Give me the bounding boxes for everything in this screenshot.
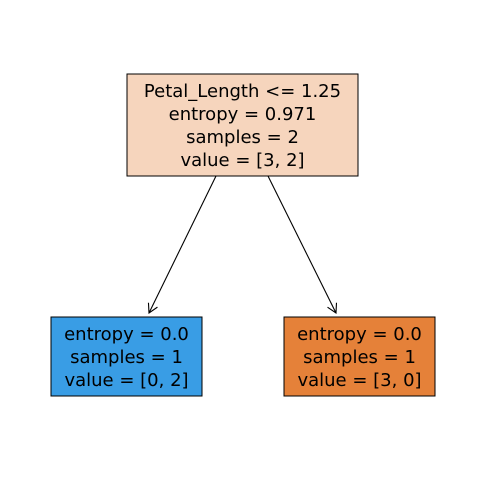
root-node: Petal_Length <= 1.25 entropy = 0.971 sam… — [126, 73, 359, 177]
right-leaf-entropy-label: entropy = 0.0 — [297, 324, 422, 345]
root-node-split-label: Petal_Length <= 1.25 — [144, 81, 341, 102]
root-node-value-label: value = [3, 2] — [180, 150, 304, 171]
edge-root-to-right-leaf — [267, 175, 338, 315]
root-node-entropy-label: entropy = 0.971 — [169, 104, 317, 125]
left-leaf-box — [50, 316, 203, 397]
left-leaf-value-label: value = [0, 2] — [64, 370, 188, 391]
root-node-samples-label: samples = 2 — [186, 127, 299, 148]
edge-root-to-left-leaf — [147, 175, 217, 315]
root-node-box — [126, 73, 359, 177]
right-leaf-samples-label: samples = 1 — [303, 347, 416, 368]
right-leaf-box — [283, 316, 436, 397]
left-leaf-node: entropy = 0.0 samples = 1 value = [0, 2] — [50, 316, 203, 397]
right-leaf-node: entropy = 0.0 samples = 1 value = [3, 0] — [283, 316, 436, 397]
left-leaf-entropy-label: entropy = 0.0 — [64, 324, 189, 345]
right-leaf-value-label: value = [3, 0] — [297, 370, 421, 391]
left-leaf-samples-label: samples = 1 — [70, 347, 183, 368]
